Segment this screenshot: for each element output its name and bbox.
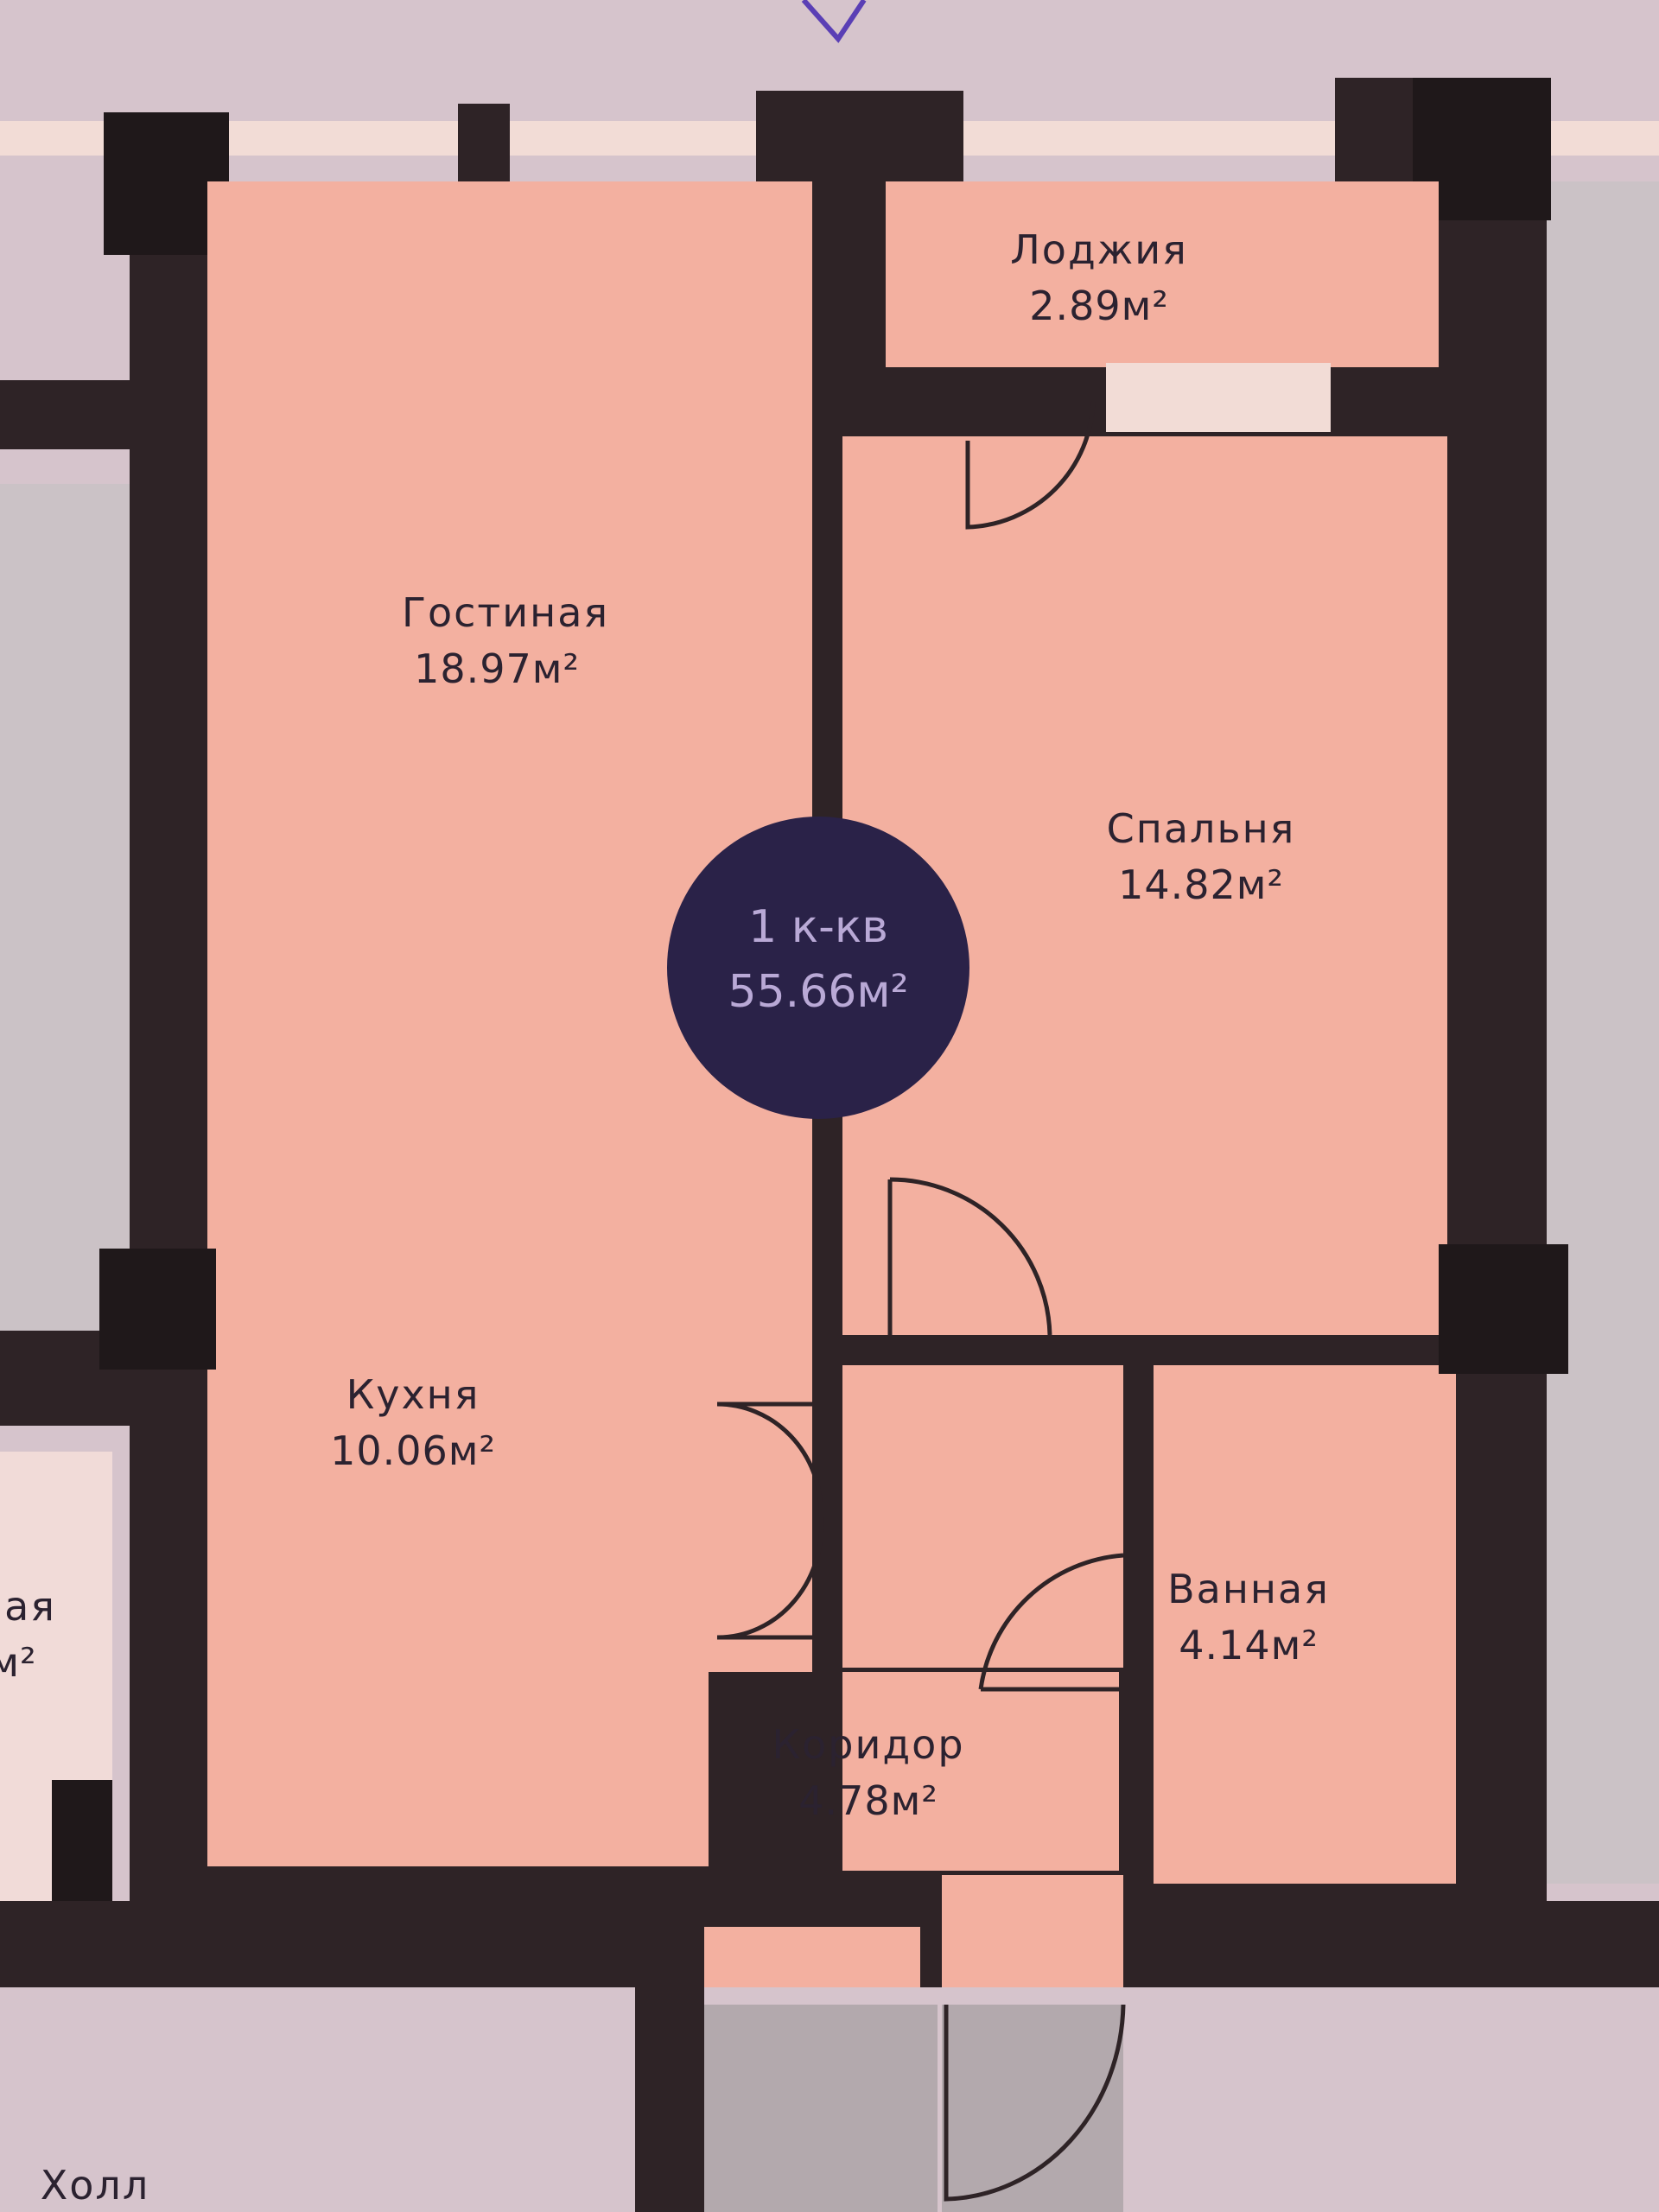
kitchen-name: Кухня xyxy=(346,1371,480,1418)
column-mid-left xyxy=(99,1249,216,1370)
partition-loggia-right xyxy=(1331,367,1447,436)
pen-mark xyxy=(801,0,867,43)
doors xyxy=(716,401,1126,2202)
door-kitchen xyxy=(716,1402,824,1640)
label-neighbor: ая м² xyxy=(0,1583,56,1686)
wall-top-center xyxy=(756,91,963,186)
label-bathroom: Ванная 4.14м² xyxy=(1167,1566,1330,1669)
loggia-name: Лоджия xyxy=(1010,226,1188,273)
living-name: Гостиная xyxy=(402,589,609,636)
room-bathroom xyxy=(1154,1365,1456,1884)
room-loggia xyxy=(886,181,1439,367)
hall-name: Холл xyxy=(41,2162,149,2209)
door-bedroom-arc xyxy=(889,1177,1052,1336)
neighbor-area-right xyxy=(1547,121,1659,1884)
partition-hall-top-left xyxy=(842,1335,886,1365)
corridor-name: Коридор xyxy=(772,1721,964,1768)
door-loggia xyxy=(965,401,1096,530)
partition-bedroom-bathroom xyxy=(1050,1335,1447,1365)
bathroom-area: 4.14м² xyxy=(1179,1622,1319,1669)
entrance-floor xyxy=(704,2005,938,2212)
bathroom-name: Ванная xyxy=(1167,1566,1330,1612)
entrance-wall-left xyxy=(635,1987,704,2212)
bedroom-name: Спальня xyxy=(1107,805,1296,852)
column-mid-right xyxy=(1439,1244,1568,1374)
neighbor-area-left xyxy=(0,484,130,1331)
loggia-window xyxy=(1106,363,1331,432)
left-wall-stub xyxy=(0,380,138,449)
door-bathroom-arc xyxy=(978,1553,1124,1690)
label-loggia: Лоджия 2.89м² xyxy=(1010,226,1188,329)
corridor-area: 4.78м² xyxy=(798,1777,938,1824)
apartment-badge: 1 к-кв 55.66м² xyxy=(667,817,969,1119)
bedroom-area: 14.82м² xyxy=(1118,861,1284,908)
window-mullion xyxy=(458,104,510,190)
partition-bath-left-upper xyxy=(1123,1365,1154,1551)
partition-loggia-left xyxy=(842,367,963,436)
label-living: Гостиная 18.97м² xyxy=(402,589,609,692)
door-entrance xyxy=(944,2004,1126,2202)
room-hallway xyxy=(842,1365,1123,1668)
apartment-badge-circle xyxy=(667,817,969,1119)
kitchen-area: 10.06м² xyxy=(330,1427,496,1474)
neighbor-area: м² xyxy=(0,1639,37,1686)
living-area: 18.97м² xyxy=(414,645,580,692)
label-bedroom: Спальня 14.82м² xyxy=(1107,805,1296,908)
left-column-small xyxy=(52,1780,112,1901)
loggia-area: 2.89м² xyxy=(1029,283,1169,329)
label-corridor: Коридор 4.78м² xyxy=(772,1721,964,1824)
entrance-vestibule xyxy=(942,1875,1123,2005)
neighbor-name: ая xyxy=(4,1583,56,1630)
partition-living-bedroom xyxy=(812,181,842,1417)
label-kitchen: Кухня 10.06м² xyxy=(330,1371,496,1474)
partition-corridor-left xyxy=(709,1672,842,1871)
apartment-type: 1 к-кв xyxy=(748,901,888,953)
partition-bath-left-lower xyxy=(1123,1698,1154,1884)
apartment-area: 55.66м² xyxy=(728,966,909,1018)
